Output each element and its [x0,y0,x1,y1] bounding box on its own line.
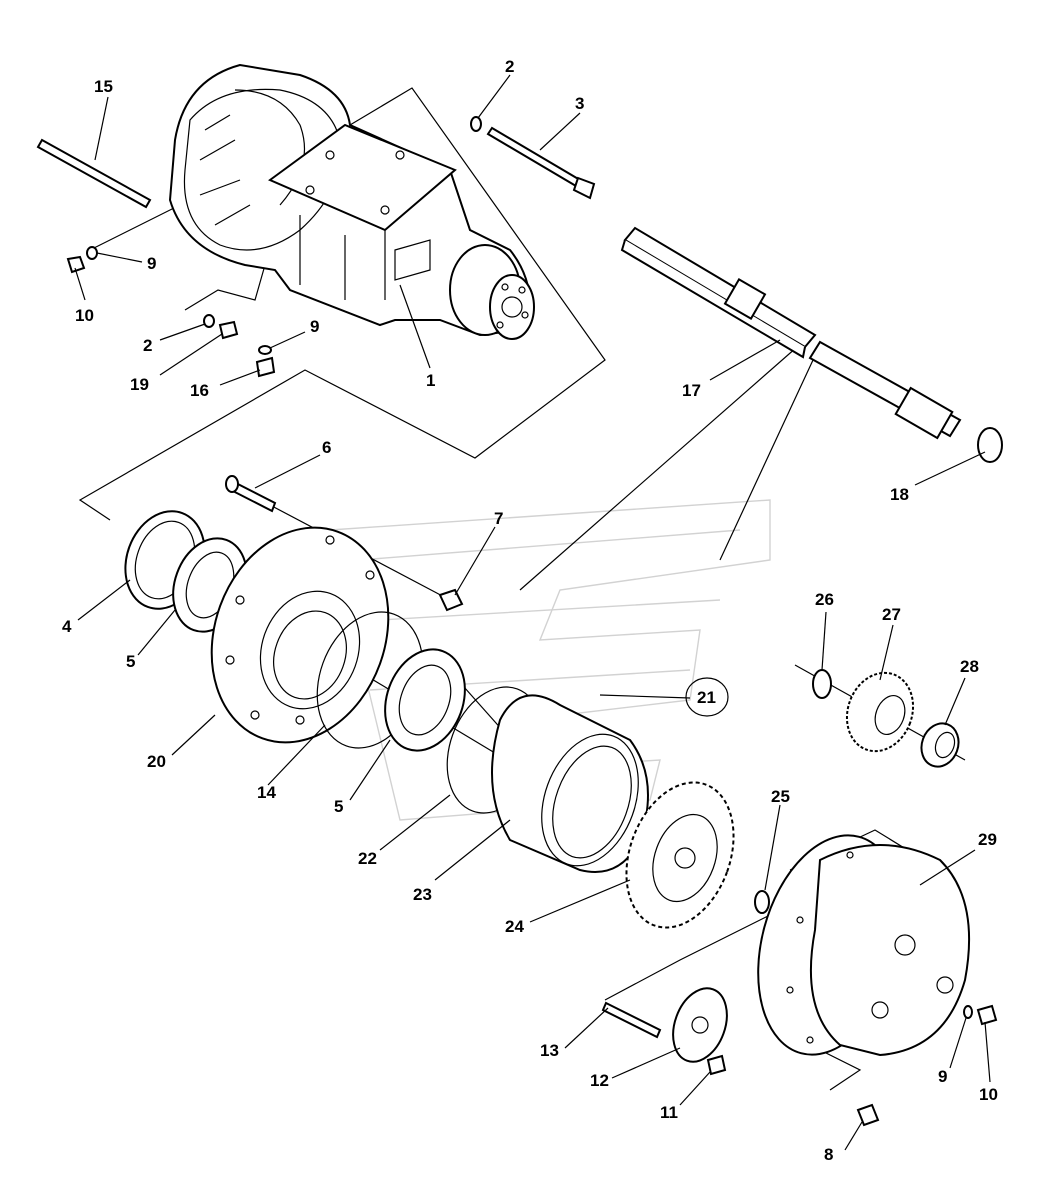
axle-housing [168,63,535,340]
callout-10-top: 10 [75,306,94,325]
callout-25: 25 [771,787,790,806]
callout-17: 17 [682,381,701,400]
callout-10-bottom: 10 [979,1085,998,1104]
callout-28: 28 [960,657,979,676]
wheel-bolt [225,475,277,513]
planet-gear-carrier [625,781,735,929]
callout-19: 19 [130,375,149,394]
callout-18: 18 [890,485,909,504]
callout-21: 21 [697,688,716,707]
small-hardware [66,116,482,378]
nut-10-cover [976,1004,998,1026]
needle-bearing [920,722,960,768]
snap-ring-26 [812,669,832,699]
callout-6: 6 [322,438,331,457]
axle-shaft [620,226,962,440]
callout-23: 23 [413,885,432,904]
callout-9-mid: 9 [310,317,319,336]
callout-9-top: 9 [147,254,156,273]
plug-8 [856,1103,880,1127]
callout-27: 27 [882,605,901,624]
bearing-inner [384,648,466,752]
callout-21-circle [685,677,729,717]
callout-5-left: 5 [126,652,135,671]
washer-9-cover [963,1005,973,1019]
callout-4: 4 [62,617,72,636]
callout-9-bottom: 9 [938,1067,947,1086]
callout-14: 14 [257,783,276,802]
leader-lines [74,74,991,1151]
callout-12: 12 [590,1071,609,1090]
snap-ring-18 [977,427,1003,463]
nut-7 [438,588,464,612]
callout-20: 15 [94,77,113,96]
callout-1: 1 [426,371,435,390]
bolt [486,126,596,200]
planetary-cover [757,834,971,1057]
callout-29: 29 [978,830,997,849]
callout-13: 13 [540,1041,559,1060]
callout-2-top: 2 [505,57,514,76]
callout-22: 22 [358,849,377,868]
callout-8: 8 [824,1145,833,1164]
callout-16: 16 [190,381,209,400]
callout-11: 11 [660,1103,678,1122]
stud-13 [601,1001,662,1039]
callout-24: 24 [505,917,524,936]
wheel-hub [210,526,390,744]
callout-5-right: 5 [334,797,343,816]
nut-11 [706,1054,727,1076]
callout-2-mid: 2 [143,336,152,355]
planet-gear [845,671,915,753]
callout-3: 3 [575,94,584,113]
callout-26: 26 [815,590,834,609]
callout-labels: 15 2 3 9 10 2 19 9 16 1 17 18 6 7 4 5 20… [62,57,998,1164]
lock-plate [672,987,728,1063]
thrust-washer [754,890,770,914]
long-stud [36,138,152,209]
callout-15: 20 [147,752,166,771]
callout-7: 7 [494,509,503,528]
